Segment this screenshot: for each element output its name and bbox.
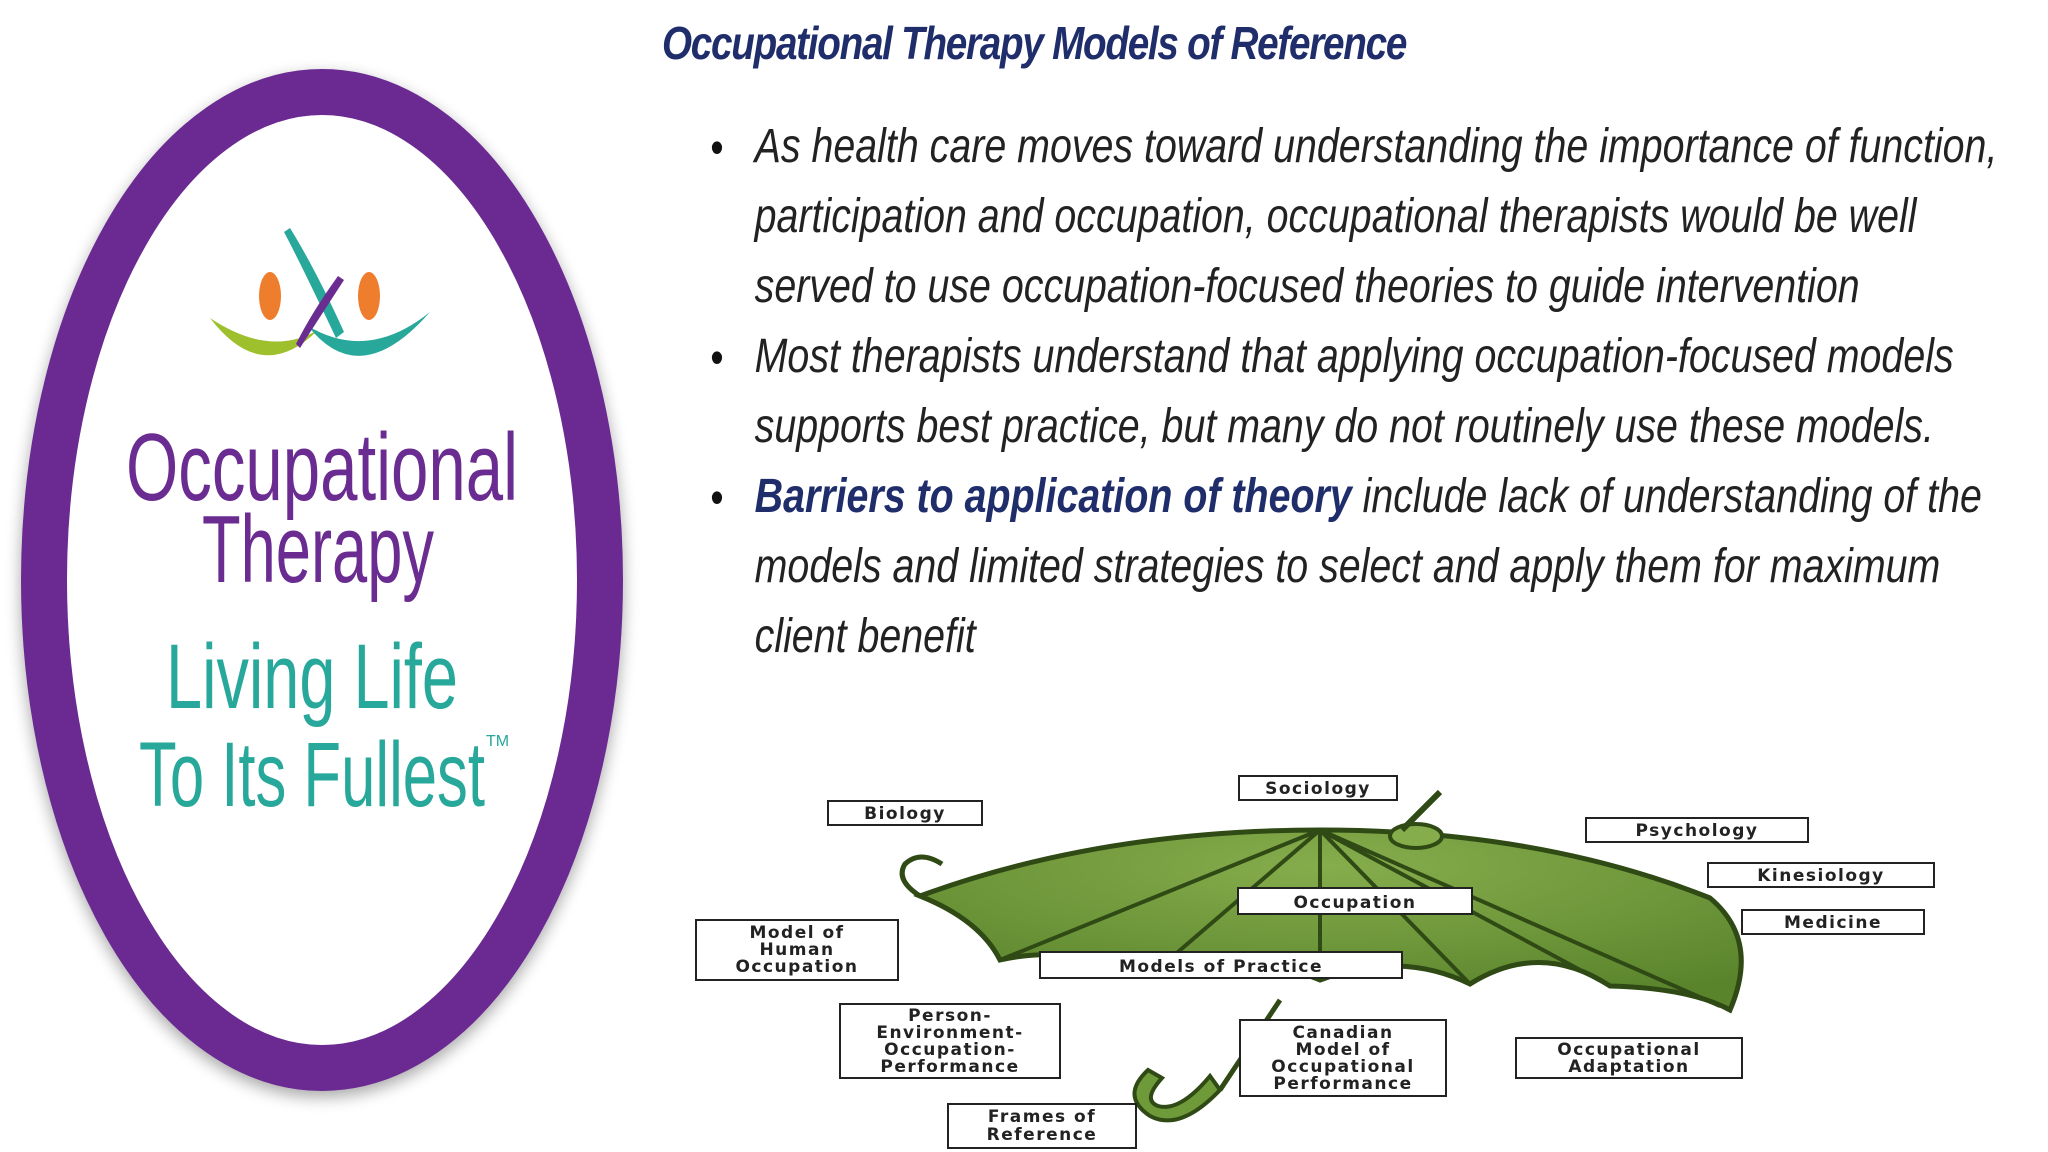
bullet-text-3: include lack of understanding of the mod… [754, 470, 1982, 663]
svg-text:Occupational: Occupational [1271, 1057, 1414, 1077]
bullet-emphasis-3: Barriers to application of theory [754, 470, 1352, 523]
svg-text:Occupational: Occupational [1557, 1040, 1700, 1060]
label-sociology: Sociology [1238, 775, 1398, 801]
label-kinesiology: Kinesiology [1707, 862, 1935, 888]
bullet-text-1: As health care moves toward understandin… [754, 120, 1998, 313]
slide-title: Occupational Therapy Models of Reference [662, 17, 1407, 69]
logo-line-living-life: Living Life [166, 626, 458, 728]
bullet-item-2: Most therapists understand that applying… [710, 322, 2024, 462]
bullet-text-2: Most therapists understand that applying… [754, 330, 1954, 453]
label-biology: Biology [827, 800, 983, 826]
logo-line-fullest: To Its Fullest [139, 724, 485, 826]
svg-text:Frames of: Frames of [988, 1107, 1096, 1127]
svg-text:Occupation: Occupation [735, 957, 858, 977]
umbrella-diagram: Sociology Biology Psychology Kinesiology… [695, 775, 1935, 1149]
svg-text:Occupation: Occupation [1293, 893, 1416, 913]
svg-text:Occupation-: Occupation- [884, 1040, 1016, 1060]
svg-text:Model of: Model of [1295, 1040, 1390, 1060]
label-occupational-adaptation: Occupational Adaptation [1515, 1037, 1743, 1079]
bullet-item-1: As health care moves toward understandin… [710, 112, 2024, 322]
label-moho: Model of Human Occupation [695, 919, 899, 981]
logo-line-occupational: Occupational [126, 414, 518, 521]
logo-figures-icon [210, 228, 430, 356]
logo-ring [21, 69, 623, 1091]
bullet-list: As health care moves toward understandin… [710, 112, 2024, 672]
logo-line-therapy: Therapy [202, 496, 434, 603]
svg-text:Adaptation: Adaptation [1568, 1057, 1689, 1077]
label-cmop: Canadian Model of Occupational Performan… [1239, 1019, 1447, 1097]
svg-text:Psychology: Psychology [1636, 821, 1759, 841]
label-occupation: Occupation [1237, 887, 1473, 915]
logo-trademark: TM [486, 733, 509, 750]
bullet-item-3: Barriers to application of theory includ… [710, 462, 2024, 672]
label-models-of-practice: Models of Practice [1039, 951, 1403, 979]
svg-text:Canadian: Canadian [1292, 1023, 1393, 1043]
svg-text:Person-: Person- [908, 1006, 992, 1026]
svg-text:Sociology: Sociology [1265, 779, 1371, 799]
svg-text:Kinesiology: Kinesiology [1757, 866, 1885, 886]
label-frames-of-reference: Frames of Reference [947, 1103, 1137, 1149]
label-psychology: Psychology [1585, 817, 1809, 843]
svg-text:Biology: Biology [864, 804, 946, 824]
svg-text:Environment-: Environment- [876, 1023, 1023, 1043]
svg-text:Reference: Reference [987, 1125, 1098, 1145]
label-medicine: Medicine [1741, 909, 1925, 935]
svg-text:Models of Practice: Models of Practice [1119, 957, 1323, 977]
label-peop: Person- Environment- Occupation- Perform… [839, 1003, 1061, 1079]
svg-text:Performance: Performance [880, 1057, 1019, 1077]
svg-text:Human: Human [759, 940, 834, 960]
svg-text:Medicine: Medicine [1784, 913, 1882, 933]
svg-text:Model of: Model of [749, 923, 844, 943]
ot-logo: Occupational Therapy Living Life To Its … [21, 69, 623, 1091]
svg-text:Performance: Performance [1273, 1074, 1412, 1094]
